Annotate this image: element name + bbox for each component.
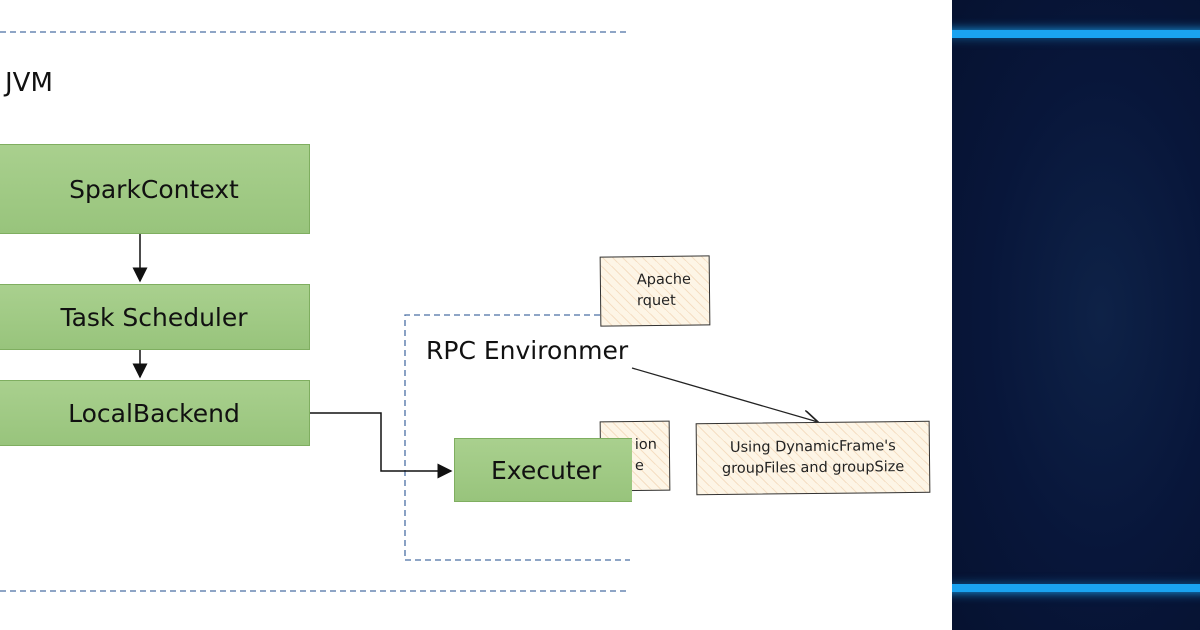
arrow-backend-to-executer (309, 412, 453, 479)
arrow-to-dynamicframe-note (631, 367, 818, 422)
dark-decorative-panel (952, 0, 1200, 630)
task-scheduler-box: Task Scheduler (0, 284, 310, 350)
task-scheduler-label: Task Scheduler (60, 302, 248, 332)
executer-label: Executer (491, 455, 602, 485)
dynamicframe-note: Using DynamicFrame's groupFiles and grou… (695, 420, 931, 496)
sparkcontext-box: SparkContext (0, 144, 310, 234)
executer-box: Executer (454, 438, 632, 502)
localbackend-label: LocalBackend (68, 398, 240, 428)
apache-note-line2: rquet (636, 292, 676, 310)
jvm-label: JVM (5, 68, 53, 98)
neon-frame (952, 30, 1200, 592)
partial-note-line2: e (634, 457, 645, 474)
sparkcontext-label: SparkContext (69, 174, 239, 204)
apache-note-line1: Apache (636, 271, 691, 289)
partial-note-line1: ion (634, 436, 657, 453)
rpc-environment-label: RPC Environmer (426, 336, 629, 365)
dynamicframe-note-line1: Using DynamicFrame's (729, 438, 896, 456)
diagram-lines (0, 31, 952, 592)
localbackend-box: LocalBackend (0, 380, 310, 446)
dynamicframe-note-line2: groupFiles and groupSize (721, 459, 905, 477)
rpc-container (404, 314, 630, 561)
